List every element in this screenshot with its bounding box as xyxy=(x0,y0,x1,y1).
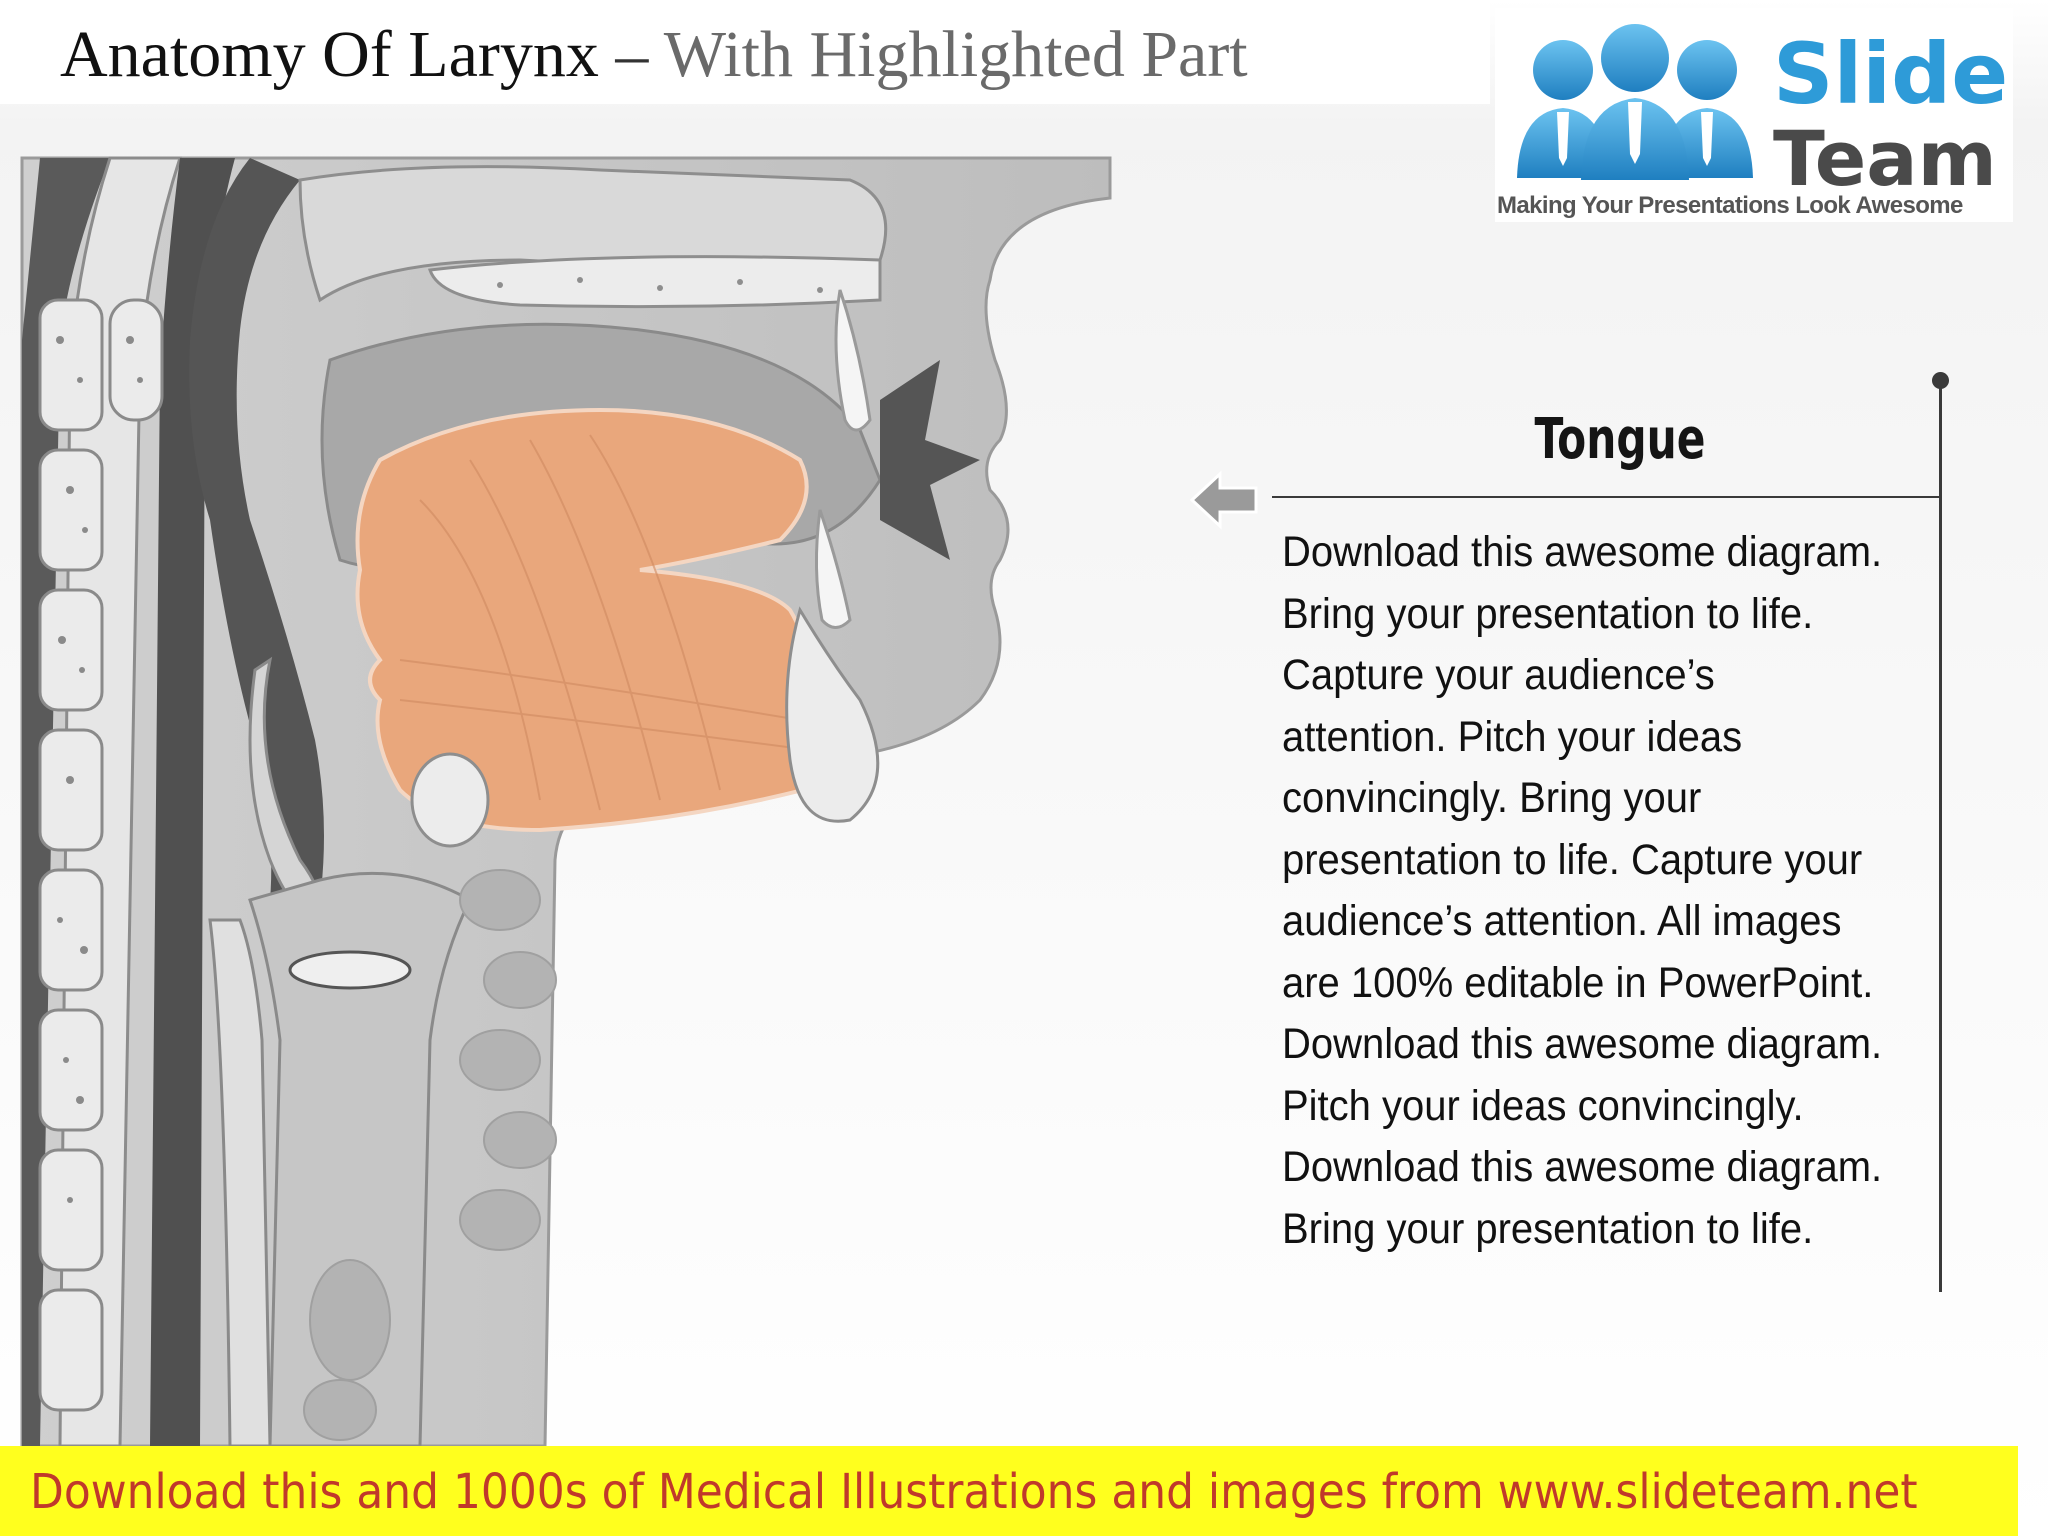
callout-dot xyxy=(1932,372,1949,389)
vertebrae xyxy=(38,298,164,1412)
neck-tissue-blobs xyxy=(303,869,557,1441)
title-separator: – xyxy=(615,18,649,91)
callout-line: Capture your audience’s xyxy=(1282,651,1715,699)
tongue-muscle-lines xyxy=(399,434,811,811)
slide-title: Anatomy Of Larynx – With Highlighted Par… xyxy=(60,10,1248,100)
logo-word-team: Team xyxy=(1773,114,1997,203)
callout-line: presentation to life. Capture your xyxy=(1282,835,1863,884)
callout-line: Download this awesome diagram. xyxy=(1282,1020,1883,1068)
logo-word-slide: Slide xyxy=(1773,25,2009,123)
vocal-folds xyxy=(288,950,412,990)
people-icon xyxy=(1517,24,1753,180)
callout-line: Download this awesome diagram. xyxy=(1282,528,1883,576)
logo-tagline: Making Your Presentations Look Awesome xyxy=(1497,192,1963,219)
callout-horizontal-line xyxy=(1272,496,1942,498)
title-main: Anatomy Of Larynx xyxy=(60,18,599,91)
callout-line: audience’s attention. All images xyxy=(1282,897,1842,945)
hyoid-bone xyxy=(410,752,490,848)
prevertebral-band xyxy=(150,158,235,1446)
teeth xyxy=(814,289,872,629)
slideteam-logo: Slide Team Making Your Presentations Loo… xyxy=(1495,8,2013,222)
callout-heading: Tongue xyxy=(1534,407,1706,472)
palate-bone xyxy=(427,255,882,309)
title-bar: Anatomy Of Larynx – With Highlighted Par… xyxy=(0,0,1490,104)
callout-line: Pitch your ideas convincingly. xyxy=(1282,1081,1804,1130)
title-subtitle: With Highlighted Part xyxy=(663,18,1248,91)
callout-body: Download this awesome diagram. Bring you… xyxy=(1282,522,1932,1260)
larynx-sagittal-illustration xyxy=(20,156,1112,1446)
mandible xyxy=(785,606,880,823)
callout-line: Bring your presentation to life. xyxy=(1282,1204,1814,1253)
callout-line: Bring your presentation to life. xyxy=(1282,589,1814,638)
pharynx-airway xyxy=(210,520,324,900)
nasopharynx-airway xyxy=(189,158,300,520)
callout-line: convincingly. Bring your xyxy=(1282,774,1702,822)
callout-line: Download this awesome diagram. xyxy=(1282,1143,1883,1191)
footer-link[interactable]: Download this and 1000s of Medical Illus… xyxy=(30,1464,1918,1520)
callout-line: attention. Pitch your ideas xyxy=(1282,712,1743,761)
callout-line: are 100% editable in PowerPoint. xyxy=(1282,958,1874,1007)
callout-arrow-icon xyxy=(1190,470,1258,530)
esophagus xyxy=(208,918,272,1446)
footer-banner: Download this and 1000s of Medical Illus… xyxy=(0,1446,2018,1536)
larynx-trachea xyxy=(248,871,472,1446)
palate-bone-speckles xyxy=(497,277,823,293)
callout-vertical-line xyxy=(1939,382,1942,1292)
vertebrae-speckles xyxy=(56,336,143,1203)
lips xyxy=(880,360,980,560)
